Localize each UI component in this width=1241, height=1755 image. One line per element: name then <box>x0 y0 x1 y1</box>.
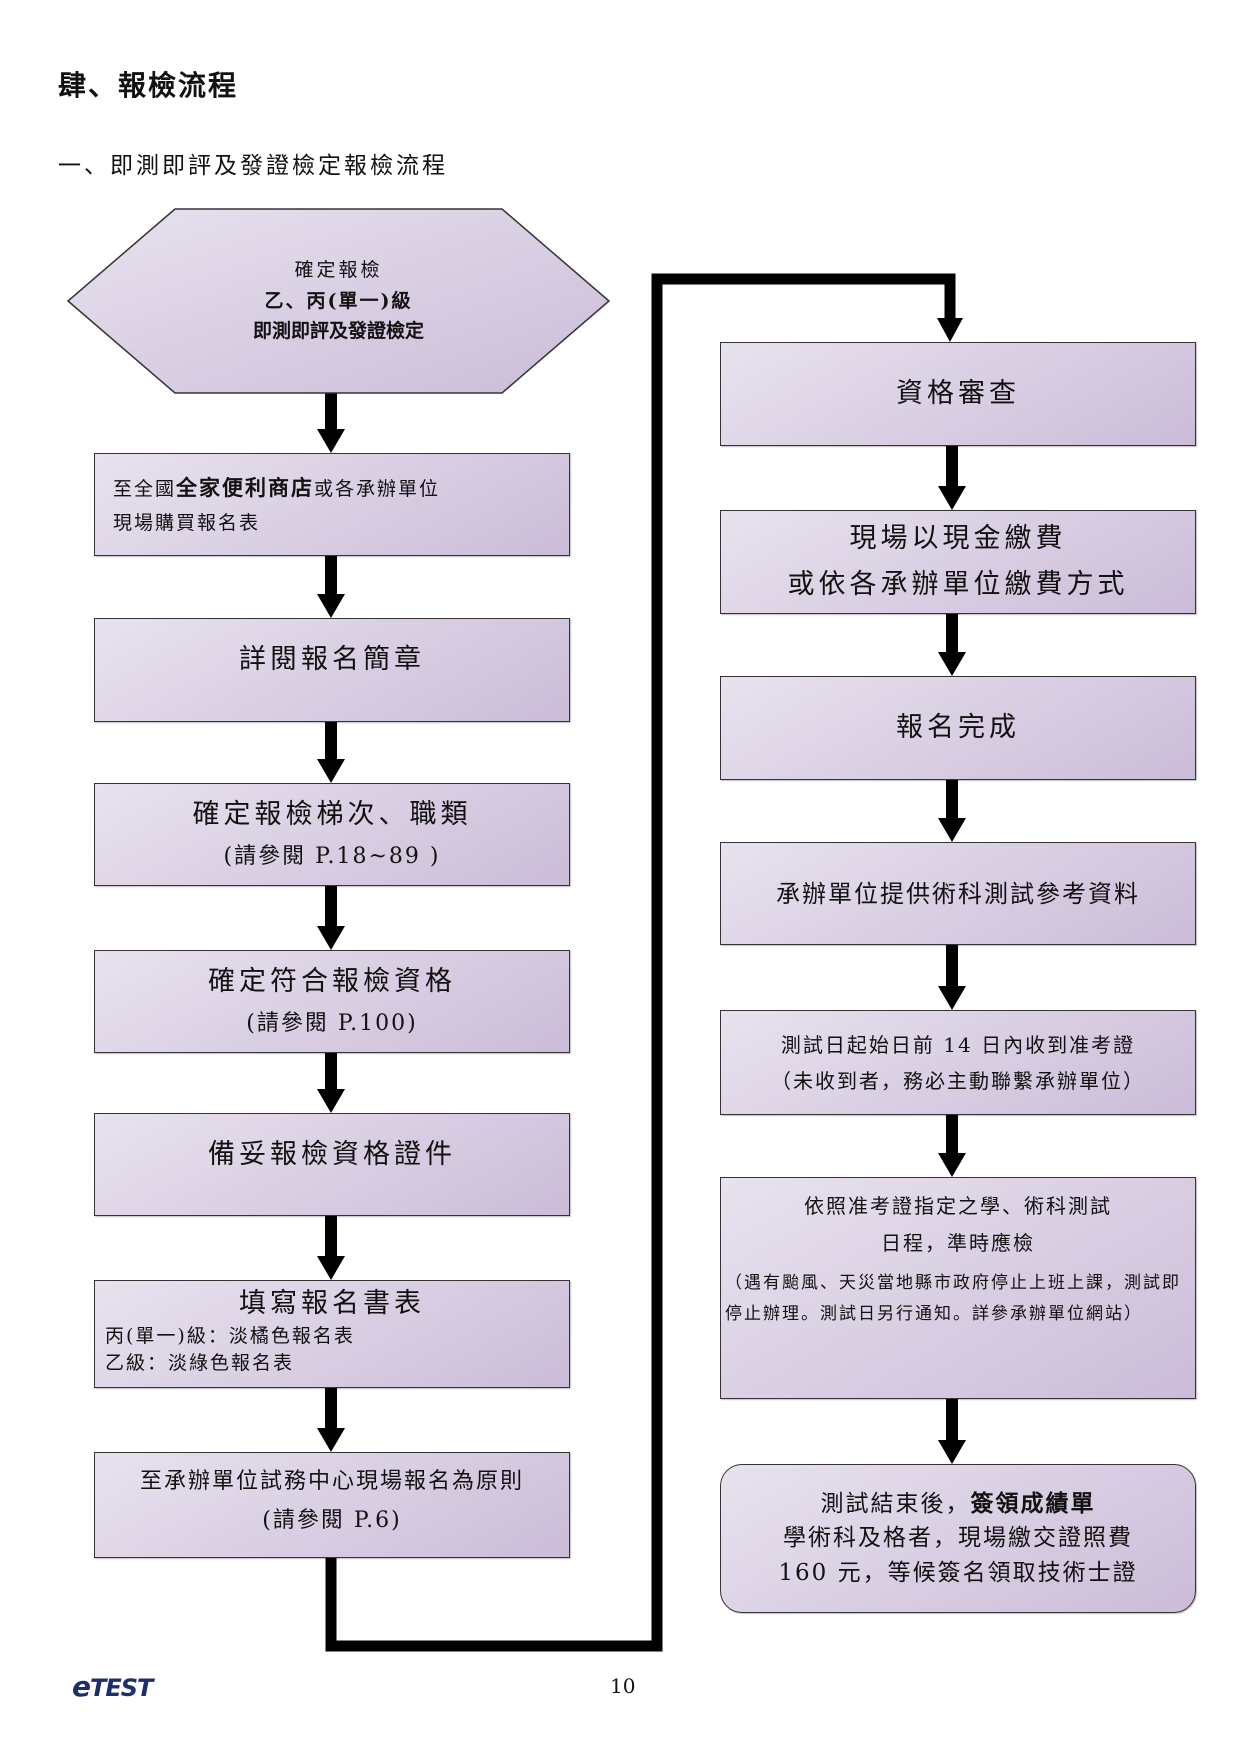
step-register-onsite: 至承辦單位試務中心現場報名為原則 (請參閱 P.6) <box>94 1452 570 1558</box>
arrow-head <box>938 986 966 1010</box>
step-text: 資格審查 <box>896 378 1020 410</box>
subsection-title: 一、即測即評及發證檢定報檢流程 <box>58 153 448 179</box>
arrow-shaft <box>325 1216 337 1258</box>
step-fill-form: 填寫報名書表 丙(單一)級：淡橘色報名表 乙級：淡綠色報名表 <box>94 1280 570 1388</box>
etest-logo: eTEST <box>72 1670 153 1703</box>
arrow-head <box>317 1089 345 1113</box>
form-color-note: 乙級：淡綠色報名表 <box>105 1352 295 1375</box>
start-line2: 乙、丙(單一)級 <box>264 289 413 312</box>
step-text: 承辦單位提供術科測試參考資料 <box>776 879 1140 908</box>
arrow-shaft <box>946 614 958 654</box>
arrow-shaft <box>946 1399 958 1442</box>
step-text: 學術科及格者，現場繳交證照費 <box>783 1525 1133 1552</box>
step-reference-materials: 承辦單位提供術科測試參考資料 <box>720 842 1196 945</box>
arrow-head <box>317 429 345 453</box>
arrow-shaft <box>325 556 337 596</box>
logo-e: e <box>72 1670 91 1703</box>
start-hexagon <box>66 208 611 394</box>
return-connector <box>325 273 956 1652</box>
step-payment: 現場以現金繳費 或依各承辦單位繳費方式 <box>720 510 1196 614</box>
step-text: 詳閱報名簡章 <box>239 644 425 675</box>
highlight-text: 全家便利商店 <box>176 474 315 500</box>
arrow-shaft <box>946 1115 958 1155</box>
step-text: 現場以現金繳費 <box>849 523 1067 555</box>
step-confirm-batch: 確定報檢梯次、職類 (請參閱 P.18~89 ) <box>94 783 570 886</box>
arrow-head <box>938 652 966 676</box>
step-reference: (請參閱 P.6) <box>262 1507 402 1533</box>
step-text: 測試日起始日前 14 日內收到准考證 <box>780 1032 1136 1057</box>
weather-note: （遇有颱風、天災當地縣市政府停止上班上課，測試即停止辦理。測試日另行通知。詳參承… <box>725 1273 1181 1325</box>
arrow-shaft <box>325 393 337 431</box>
step-read-brochure: 詳閱報名簡章 <box>94 618 570 722</box>
step-confirm-eligibility: 確定符合報檢資格 (請參閱 P.100) <box>94 950 570 1053</box>
step-text: 確定符合報檢資格 <box>208 966 456 998</box>
page-number: 10 <box>610 1674 636 1698</box>
step-text: 160 元，等候簽名領取技術士證 <box>778 1559 1138 1586</box>
step-text: 備妥報檢資格證件 <box>208 1139 456 1170</box>
step-buy-form: 至全國全家便利商店或各承辦單位 現場購買報名表 <box>94 453 570 556</box>
arrow-shaft <box>946 446 958 488</box>
step-prepare-documents: 備妥報檢資格證件 <box>94 1113 570 1216</box>
logo-text: TEST <box>90 1674 153 1702</box>
step-text: 或依各承辦單位繳費方式 <box>787 569 1129 600</box>
arrow-shaft <box>325 886 337 928</box>
step-receive-certificate: 測試結束後，簽領成績單 學術科及格者，現場繳交證照費 160 元，等候簽名領取技… <box>720 1464 1196 1613</box>
section-title: 肆、報檢流程 <box>58 69 239 102</box>
arrow-head <box>317 1256 345 1280</box>
step-text: 依照准考證指定之學、術科測試 <box>804 1194 1112 1218</box>
arrow-head <box>938 1440 966 1464</box>
highlight-text: 簽領成績單 <box>970 1489 1096 1517</box>
step-attend-exam: 依照准考證指定之學、術科測試 日程，準時應檢 （遇有颱風、天災當地縣市政府停止上… <box>720 1177 1196 1399</box>
step-qualification-review: 資格審查 <box>720 342 1196 446</box>
step-reference: (請參閱 P.18~89 ) <box>223 844 441 870</box>
arrow-shaft <box>325 722 337 761</box>
arrow-head <box>938 486 966 510</box>
step-text: 報名完成 <box>896 712 1020 744</box>
step-note: （未收到者，務必主動聯繫承辦單位） <box>771 1068 1145 1093</box>
step-admission-ticket: 測試日起始日前 14 日內收到准考證 （未收到者，務必主動聯繫承辦單位） <box>720 1010 1196 1115</box>
arrow-head <box>317 594 345 618</box>
arrow-shaft <box>325 1053 337 1091</box>
start-step: 確定報檢 乙、丙(單一)級 即測即評及發證檢定 <box>68 209 609 393</box>
start-line1: 確定報檢 <box>294 259 383 282</box>
arrow-head <box>317 1428 345 1452</box>
arrow-shaft <box>946 945 958 988</box>
arrow-head <box>317 759 345 783</box>
step-text: 現場購買報名表 <box>113 512 261 535</box>
step-text: 日程，準時應檢 <box>881 1231 1035 1255</box>
step-registration-complete: 報名完成 <box>720 676 1196 780</box>
arrow-head <box>938 1153 966 1177</box>
step-text: 至全國 <box>113 477 177 500</box>
arrow-head <box>938 818 966 842</box>
arrow-shaft <box>325 1388 337 1430</box>
step-text: 或各承辦單位 <box>314 477 441 500</box>
step-text: 至承辦單位試務中心現場報名為原則 <box>139 1469 524 1494</box>
step-reference: (請參閱 P.100) <box>246 1011 418 1037</box>
step-text: 填寫報名書表 <box>239 1288 425 1319</box>
arrow-head <box>317 926 345 950</box>
step-text: 測試結束後， <box>820 1490 971 1517</box>
arrow-head-return <box>937 318 963 342</box>
form-color-note: 丙(單一)級：淡橘色報名表 <box>105 1324 355 1347</box>
arrow-shaft <box>946 780 958 820</box>
start-line3: 即測即評及發證檢定 <box>252 320 424 343</box>
step-text: 確定報檢梯次、職類 <box>192 799 472 831</box>
